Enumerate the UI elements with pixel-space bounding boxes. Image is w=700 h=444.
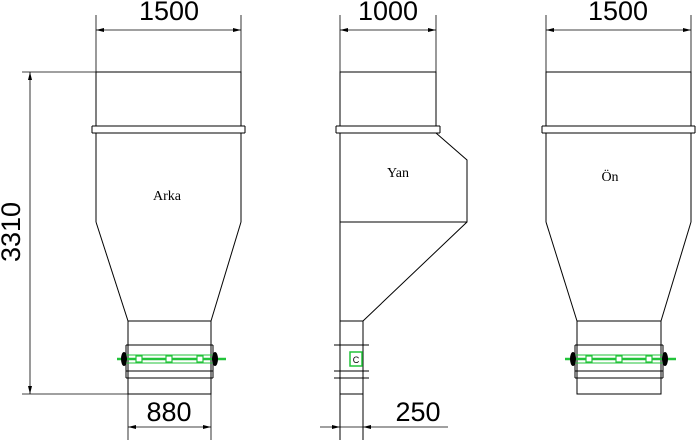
overall-height-label: 3310 bbox=[0, 202, 26, 262]
rear-green-rail bbox=[117, 352, 226, 366]
bottom-width-label: 880 bbox=[146, 397, 191, 427]
rear-view-label: Arka bbox=[153, 189, 182, 204]
side-view-label: Yan bbox=[387, 166, 409, 181]
side-bottom-width-label: 250 bbox=[395, 397, 440, 427]
rear-view: 1500 bbox=[91, 0, 246, 440]
front-view-label: Ön bbox=[601, 168, 618, 185]
side-marker-label: C bbox=[353, 355, 360, 365]
side-view: 1000 C 250 Yan bbox=[320, 0, 468, 440]
side-top-width-label: 1000 bbox=[358, 0, 418, 26]
front-view: 1500 Ön bbox=[541, 0, 696, 395]
front-green-rail bbox=[565, 352, 676, 366]
front-top-width-label: 1500 bbox=[588, 0, 648, 26]
rear-top-width-label: 1500 bbox=[139, 0, 199, 26]
overall-height-dimension: 3310 bbox=[0, 71, 128, 395]
